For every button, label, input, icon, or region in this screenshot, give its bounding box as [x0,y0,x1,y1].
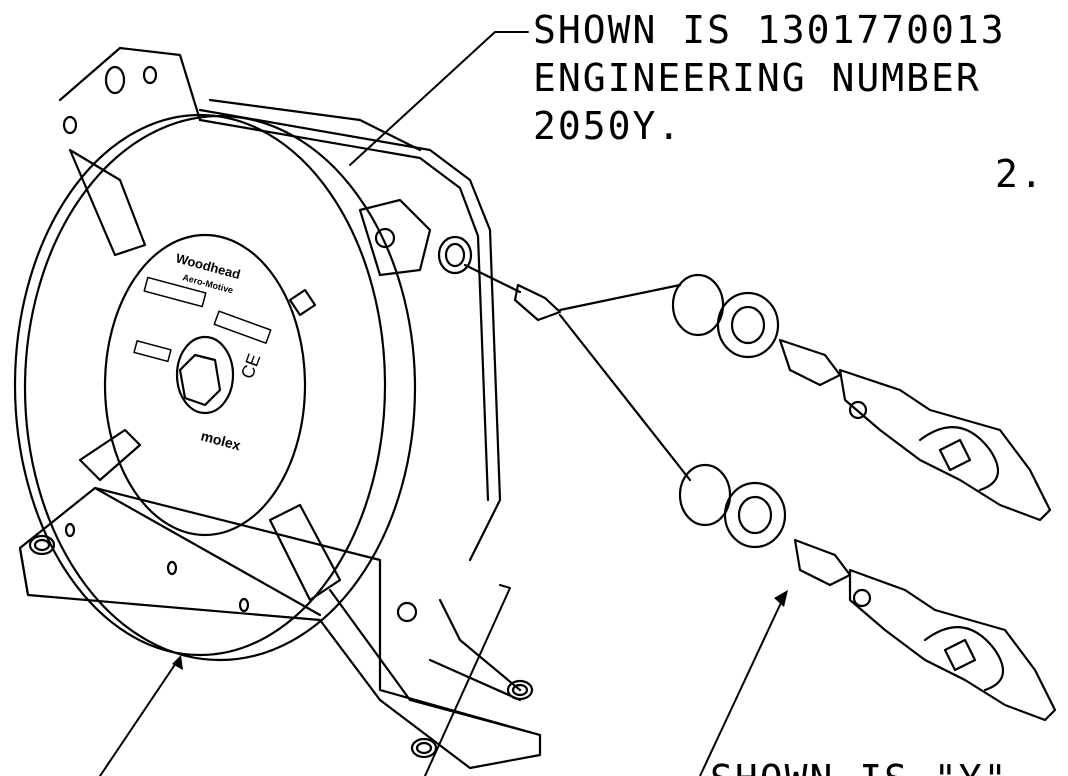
reel-front-drum [13,113,417,662]
reel-housing [58,46,502,623]
note-line-2: ENGINEERING NUMBER [533,56,981,100]
arrowhead-base [172,655,183,670]
leader-cable [699,591,787,776]
note-line-1: SHOWN IS 1301770013 [533,8,1006,52]
maker-logo-text: molex [199,427,242,453]
label-plate-lines [133,276,272,363]
mounting-base [18,486,542,770]
ce-mark-text: CE [237,351,264,381]
clamp-lower [678,463,1057,722]
clamp-upper [671,273,1052,522]
note-line-3: 2050Y. [533,104,682,148]
note-bottom-partial: SHOWN IS "Y" [710,757,1009,776]
leader-lines [99,31,529,776]
item-number: 2. [995,152,1045,196]
reel-hub [175,335,235,415]
cable [463,263,692,482]
